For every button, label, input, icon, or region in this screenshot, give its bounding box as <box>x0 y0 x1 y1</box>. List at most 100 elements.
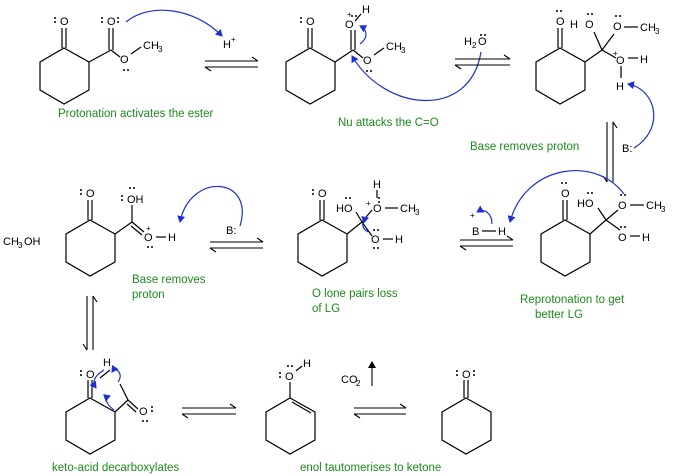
svg-text:HO: HO <box>336 203 353 215</box>
svg-text:O: O <box>363 55 372 67</box>
caption-base-removes-2b: proton <box>132 289 165 301</box>
svg-text:+: + <box>347 10 352 19</box>
svg-text:+: + <box>613 49 618 58</box>
svg-text:CH: CH <box>386 41 402 53</box>
svg-text:3: 3 <box>18 241 23 250</box>
caption-tautomerisation: enol tautomerises to ketone <box>300 462 441 474</box>
deprotonation-arrow-1 <box>627 81 655 149</box>
proton-label: H <box>223 39 231 51</box>
svg-text:OH: OH <box>127 194 144 206</box>
caption-lg-loss-1: O lone pairs loss <box>312 288 398 300</box>
svg-text:H: H <box>362 4 370 16</box>
caption-decarboxylation: keto-acid decarboxylates <box>52 462 179 474</box>
svg-text:OH: OH <box>24 236 41 248</box>
decarboxylation-arrow-1 <box>89 369 105 389</box>
carbonyl-push-arrow <box>359 25 368 45</box>
svg-text:CH: CH <box>640 22 656 34</box>
svg-text:H: H <box>103 357 111 369</box>
caption-reprotonation-1: Reprotonation to get <box>520 294 625 306</box>
svg-text:+: + <box>231 35 236 44</box>
molecule-tetrahedral-intermediate: O H O O CH 3 O + H H <box>535 10 660 105</box>
svg-text:O: O <box>561 188 570 200</box>
svg-text:O: O <box>144 232 153 244</box>
molecule-keto-acid: O O H <box>65 357 153 455</box>
svg-text:O: O <box>345 19 354 31</box>
base-label-2: B: <box>226 225 236 237</box>
svg-text:3: 3 <box>655 27 660 36</box>
svg-text:3: 3 <box>415 208 420 217</box>
svg-text:H: H <box>168 232 176 244</box>
svg-text:+: + <box>470 211 475 220</box>
equilibrium-arrow-2 <box>454 54 511 70</box>
svg-text:H: H <box>640 54 648 66</box>
caption-lg-loss-2: of LG <box>312 303 340 315</box>
reprotonation-arrow <box>507 170 625 223</box>
svg-text:2: 2 <box>356 379 361 388</box>
svg-text:2: 2 <box>472 41 477 50</box>
svg-text:H: H <box>303 358 311 370</box>
svg-text:O: O <box>371 234 380 246</box>
equilibrium-arrow-5 <box>209 237 264 253</box>
svg-text:3: 3 <box>158 45 163 54</box>
bh-arrow <box>476 205 493 225</box>
svg-text:O: O <box>462 369 471 381</box>
methanol-label: CH <box>3 236 19 248</box>
base-label-1: B: <box>622 143 632 155</box>
svg-text:H: H <box>498 226 506 238</box>
svg-text:CH: CH <box>646 200 662 212</box>
svg-text:O: O <box>585 19 594 31</box>
lone-pair-push-arrow <box>361 216 369 233</box>
svg-text:O: O <box>613 21 622 33</box>
molecule-protonated-ester: O O + H O CH 3 <box>285 4 406 105</box>
svg-text:H: H <box>616 81 624 93</box>
ketone-oxygen-label: O <box>60 16 69 28</box>
molecule-enol: O H <box>265 358 316 455</box>
ester-oxygen-label: O <box>120 54 129 66</box>
svg-text:HO: HO <box>577 198 594 210</box>
equilibrium-arrow-4 <box>459 235 514 251</box>
decarboxylation-arrow-3 <box>103 394 115 411</box>
svg-text:CH: CH <box>400 203 416 215</box>
svg-text:H: H <box>373 179 381 191</box>
co2-label: CO <box>341 374 358 386</box>
svg-text:O: O <box>285 371 294 383</box>
equilibrium-arrow-7 <box>181 403 237 419</box>
svg-text:O: O <box>616 55 625 67</box>
svg-text:+: + <box>366 199 371 208</box>
svg-text:O: O <box>478 36 487 48</box>
caption-base-removes-1: Base removes proton <box>470 141 579 153</box>
svg-text:H: H <box>642 232 650 244</box>
water-attack-arrow <box>351 51 482 101</box>
molecule-cyclohexanone: O <box>441 369 492 455</box>
molecule-protonated-keto-acid: O OH O + H <box>65 187 176 277</box>
svg-text:O: O <box>373 203 382 215</box>
caption-nu-attack: Nu attacks the C=O <box>338 117 439 129</box>
svg-text:+: + <box>146 224 151 233</box>
svg-text:3: 3 <box>661 205 666 214</box>
equilibrium-arrow-3 <box>602 121 618 183</box>
decarboxylation-arrow-2 <box>111 364 121 383</box>
deprotonation-arrow-2 <box>177 185 243 227</box>
svg-text:O: O <box>318 188 327 200</box>
methyl-label: CH <box>143 40 159 52</box>
svg-text:O: O <box>139 406 148 418</box>
equilibrium-arrow-1 <box>204 56 259 72</box>
molecule-keto-ester: O O O CH 3 <box>39 16 163 105</box>
svg-text:O: O <box>618 232 627 244</box>
ester-carbonyl-oxygen-label: O <box>107 16 116 28</box>
caption-base-removes-2a: Base removes <box>132 274 206 286</box>
svg-text:O: O <box>86 369 95 381</box>
equilibrium-arrow-6 <box>82 295 98 351</box>
svg-text:H: H <box>395 234 403 246</box>
molecule-protonated-methoxy: O HO O + H CH 3 O H <box>297 179 420 277</box>
protonation-arrow <box>125 9 223 37</box>
molecule-neutral-tetrahedral: O HO O CH 3 O H <box>540 182 666 277</box>
conjugate-acid-label: B <box>472 226 479 238</box>
svg-text:O: O <box>86 188 95 200</box>
svg-text:O: O <box>618 200 627 212</box>
svg-text:O: O <box>306 16 315 28</box>
equilibrium-arrow-8 <box>353 403 407 419</box>
svg-text:3: 3 <box>401 46 406 55</box>
caption-protonation: Protonation activates the ester <box>58 108 214 120</box>
